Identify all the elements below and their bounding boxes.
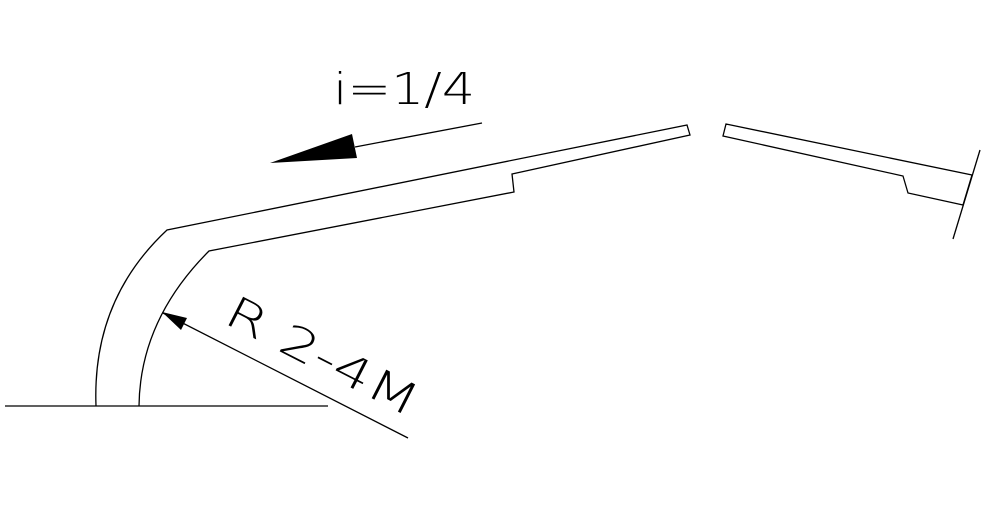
wall-line — [952, 149, 981, 240]
radius-arrow-head-icon — [162, 312, 187, 330]
slope-arrow-shaft — [354, 122, 483, 148]
ramp-slab-right — [722, 123, 973, 206]
slope-label: i=1/4 — [333, 64, 475, 115]
slope-arrow-head-icon — [270, 134, 357, 163]
ramp-slab-left — [95, 124, 691, 407]
radius-dimension-line — [162, 312, 409, 439]
